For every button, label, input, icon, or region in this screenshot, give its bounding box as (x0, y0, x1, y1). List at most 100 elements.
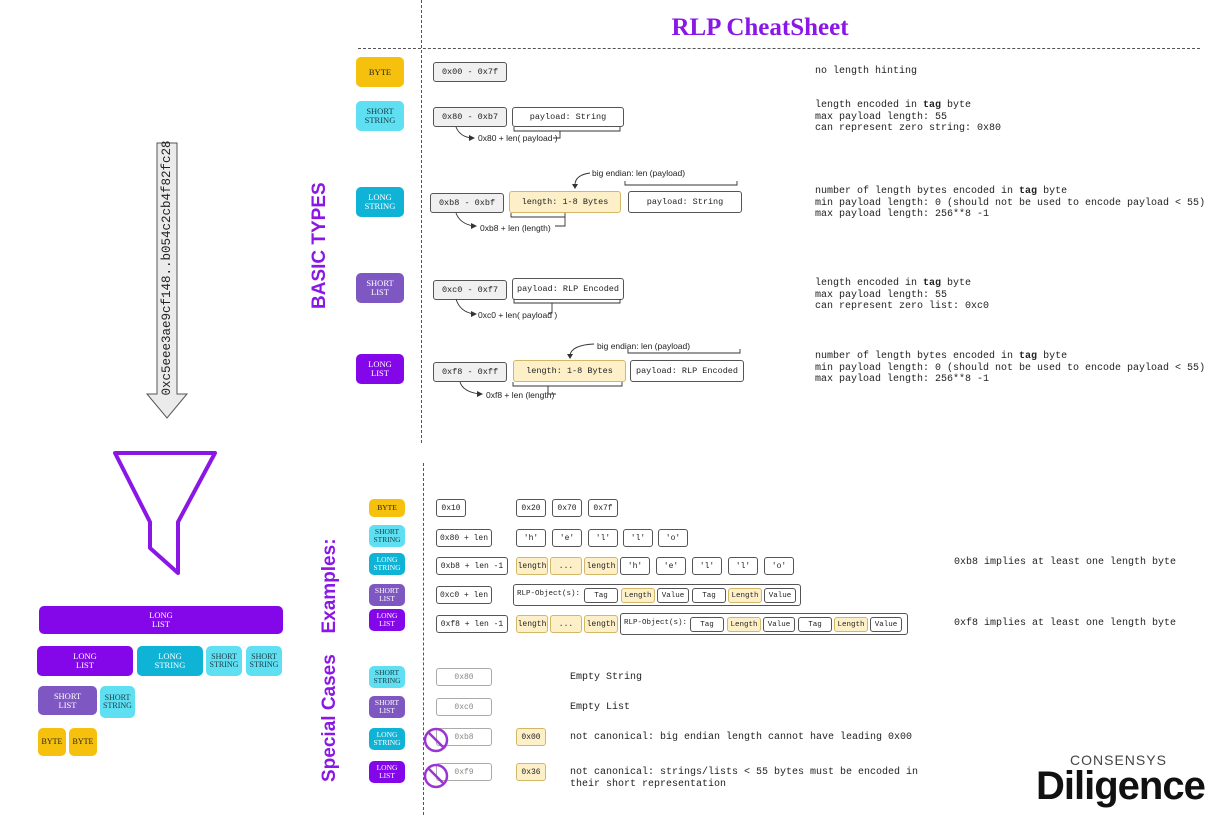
example-long-list-note: 0xf8 implies at least one length byte (954, 618, 1177, 629)
example-tag-long-string: LONG STRING (369, 553, 405, 575)
special-empty-list-desc: Empty List (570, 702, 631, 713)
special-tag-short-string: SHORT STRING (369, 666, 405, 688)
short-string-payload-box: payload: String (512, 107, 624, 127)
short-string-range-box: 0x80 - 0xb7 (433, 107, 507, 127)
example-char-box: 'h' (516, 529, 546, 547)
special-tag-long-string: LONG STRING (369, 728, 405, 750)
example-rlp-object-label: RLP-Object(s): (517, 590, 581, 598)
funnel-tag-short-string: SHORT STRING (100, 686, 135, 718)
prohibited-icon (423, 727, 449, 753)
section-label-basic-types: BASIC TYPES (309, 182, 330, 309)
example-dots-box: ... (550, 615, 582, 633)
example-tag-long-list: LONG LIST (369, 609, 405, 631)
long-list-payload-box: payload: RLP Encoded (630, 360, 744, 382)
example-char-box: 'l' (692, 557, 722, 575)
example-byte-prefix: 0x10 (436, 499, 466, 517)
example-char-box: 'l' (728, 557, 758, 575)
basic-tag-long-string: LONG STRING (356, 187, 404, 217)
special-empty-string-code: 0x80 (436, 668, 492, 686)
example-char-box: 'e' (552, 529, 582, 547)
example-rlp-value: Value (764, 588, 796, 603)
funnel-tag-long-list: LONG LIST (39, 606, 283, 634)
byte-range-box: 0x00 - 0x7f (433, 62, 507, 82)
funnel-icon (113, 451, 217, 575)
example-char-box: 'h' (620, 557, 650, 575)
short-list-payload-box: payload: RLP Encoded (512, 278, 624, 300)
long-string-description: number of length bytes encoded in tag by… (815, 186, 1205, 220)
example-tag-short-string: SHORT STRING (369, 525, 405, 547)
special-long-string-extra: 0x00 (516, 728, 546, 746)
example-rlp-length: Length (727, 617, 761, 632)
long-list-tag-note: 0xf8 + len (length) (486, 390, 555, 400)
special-long-string-code: 0xb8 (436, 728, 492, 746)
example-short-string-prefix: 0x80 + len (436, 529, 492, 547)
funnel-tag-short-string: SHORT STRING (206, 646, 242, 676)
example-length-box: length (584, 615, 618, 633)
example-long-string-prefix: 0xb8 + len -1 (436, 557, 508, 575)
divider-vertical-bottom (423, 463, 424, 815)
example-rlp-tag: Tag (584, 588, 618, 603)
short-list-tag-note: 0xc0 + len( payload ) (478, 310, 558, 320)
funnel-tag-long-string: LONG STRING (137, 646, 203, 676)
byte-description: no length hinting (815, 66, 918, 77)
special-long-string-desc: not canonical: big endian length cannot … (570, 732, 913, 743)
section-label-special-cases: Special Cases (319, 654, 340, 782)
example-tag-byte: BYTE (369, 499, 405, 517)
basic-types-connectors (455, 126, 741, 397)
funnel-tag-byte: BYTE (38, 728, 66, 756)
long-string-tag-note: 0xb8 + len (length) (480, 223, 551, 233)
example-rlp-value: Value (763, 617, 795, 632)
example-rlp-tag: Tag (690, 617, 724, 632)
example-rlp-length: Length (621, 588, 655, 603)
long-string-length-box: length: 1-8 Bytes (509, 191, 621, 213)
example-rlp-length: Length (834, 617, 868, 632)
prohibited-icon (423, 763, 449, 789)
example-rlp-tag: Tag (798, 617, 832, 632)
example-byte-item: 0x70 (552, 499, 582, 517)
section-label-examples: Examples: (319, 538, 340, 634)
special-tag-short-list: SHORT LIST (369, 696, 405, 718)
basic-tag-long-list: LONG LIST (356, 354, 404, 384)
special-empty-list-code: 0xc0 (436, 698, 492, 716)
divider-horizontal-top (358, 48, 1200, 49)
special-tag-long-list: LONG LIST (369, 761, 405, 783)
basic-tag-byte: BYTE (356, 57, 404, 87)
example-dots-box: ... (550, 557, 582, 575)
example-long-list-prefix: 0xf8 + len -1 (436, 615, 508, 633)
example-rlp-value: Value (657, 588, 689, 603)
page-title: RLP CheatSheet (671, 14, 849, 41)
long-list-length-box: length: 1-8 Bytes (513, 360, 626, 382)
example-char-box: 'e' (656, 557, 686, 575)
special-long-list-desc: not canonical: strings/lists < 55 bytes … (570, 767, 919, 790)
example-tag-short-list: SHORT LIST (369, 584, 405, 606)
long-list-length-note: big endian: len (payload) (597, 341, 691, 351)
funnel-tag-short-string: SHORT STRING (246, 646, 282, 676)
special-long-list-extra: 0x36 (516, 763, 546, 781)
example-char-box: 'o' (658, 529, 688, 547)
example-char-box: 'o' (764, 557, 794, 575)
logo-diligence: Diligence (1036, 764, 1205, 808)
long-list-range-box: 0xf8 - 0xff (433, 362, 507, 382)
divider-vertical-top (421, 0, 422, 443)
long-string-range-box: 0xb8 - 0xbf (430, 193, 504, 213)
short-list-range-box: 0xc0 - 0xf7 (433, 280, 507, 300)
example-short-list-prefix: 0xc0 + len (436, 586, 492, 604)
funnel-tag-byte: BYTE (69, 728, 97, 756)
special-long-list-code: 0xf9 (436, 763, 492, 781)
special-empty-string-desc: Empty String (570, 672, 643, 683)
short-string-tag-note: 0x80 + len( payload ) (478, 133, 558, 143)
example-byte-item: 0x20 (516, 499, 546, 517)
example-length-box: length (516, 557, 548, 575)
down-arrow-icon (145, 142, 189, 419)
example-length-box: length (584, 557, 618, 575)
short-list-description: length encoded in tag byte max payload l… (815, 278, 990, 312)
example-length-box: length (516, 615, 548, 633)
short-string-description: length encoded in tag byte max payload l… (815, 100, 1002, 134)
funnel-tag-short-list: SHORT LIST (38, 686, 97, 715)
example-char-box: 'l' (588, 529, 618, 547)
example-rlp-tag: Tag (692, 588, 726, 603)
funnel-tag-long-list: LONG LIST (37, 646, 133, 676)
basic-tag-short-string: SHORT STRING (356, 101, 404, 131)
logo-consensys: CONSENSYS (1070, 752, 1167, 768)
basic-tag-short-list: SHORT LIST (356, 273, 404, 303)
